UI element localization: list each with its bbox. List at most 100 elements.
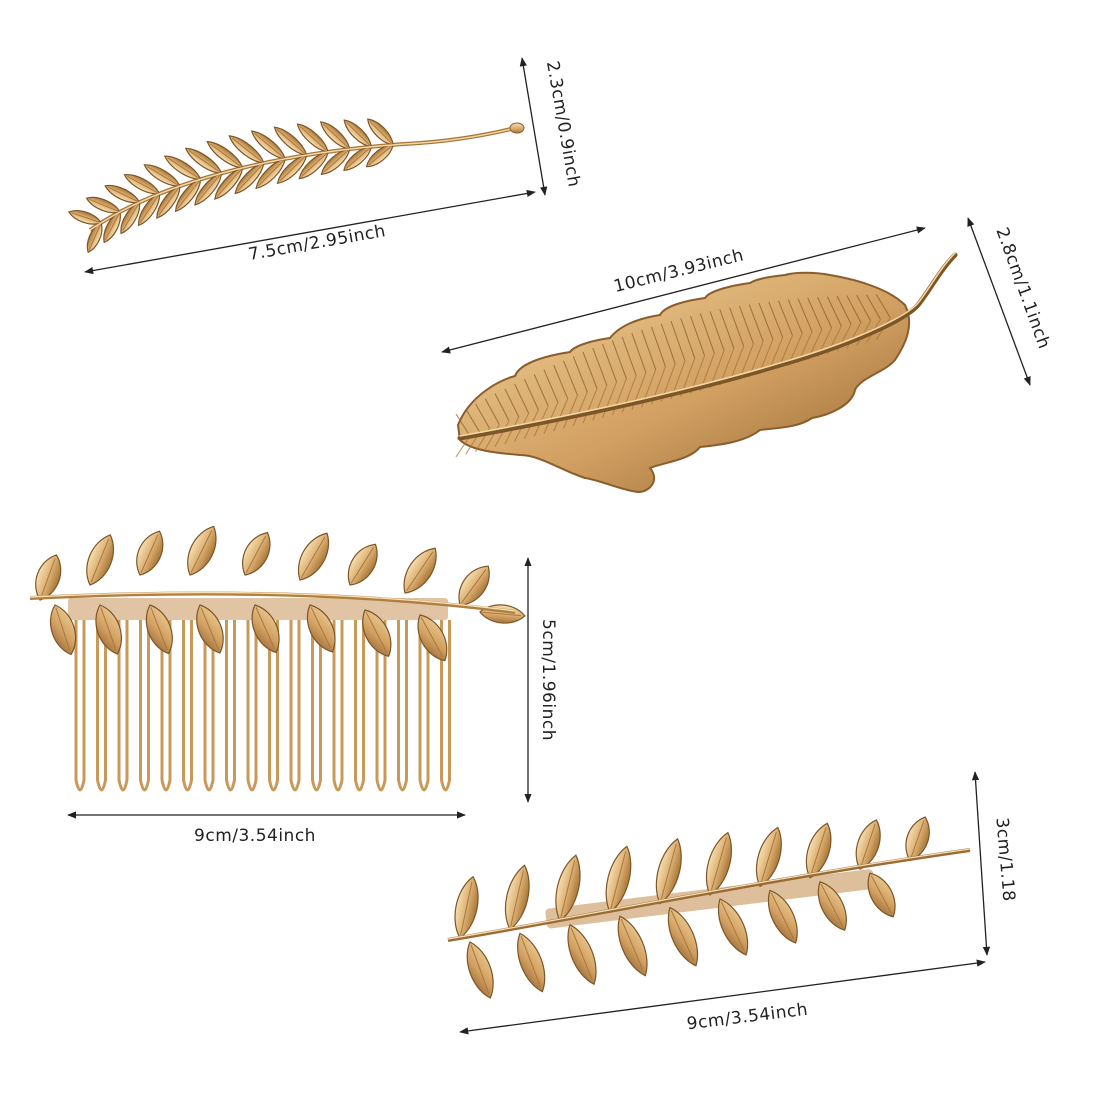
barrette-leaf-bottom — [567, 923, 597, 986]
comb-leaf-top — [298, 532, 329, 581]
leaf-hair-comb — [29, 525, 526, 792]
feather-leaf — [367, 118, 394, 146]
feather-leaf — [276, 154, 308, 185]
feather-vein — [562, 395, 579, 429]
barrette-leaf-top — [755, 826, 782, 888]
barrette-leaf-bottom — [617, 915, 648, 977]
dimension-width-4: 3cm/1.18 — [971, 771, 1019, 956]
feather-leaf — [250, 130, 287, 160]
feather-vein — [553, 398, 569, 432]
comb-tooth — [332, 620, 344, 792]
comb-tooth — [289, 620, 301, 792]
feather-leaf — [320, 148, 351, 176]
feather-leaf — [206, 140, 244, 169]
comb-leaf-top — [136, 530, 164, 576]
width-label-3: 5cm/1.96inch — [538, 619, 558, 741]
barrette-leaf-top — [555, 854, 581, 922]
comb-leaf-top — [403, 547, 437, 594]
comb-tooth — [225, 620, 236, 792]
comb-tooth — [139, 620, 150, 792]
feather-vein — [533, 374, 549, 407]
comb-tooth — [96, 620, 107, 792]
comb-leaf-bottom — [196, 604, 224, 654]
comb-tooth — [418, 620, 430, 792]
dimension-width-2: 2.8cm/1.1inch — [967, 217, 1054, 386]
feather-vein — [523, 378, 539, 410]
feather-vein — [582, 351, 598, 389]
feather-vein — [494, 420, 510, 447]
comb-leaf-bottom — [306, 604, 336, 653]
dimension-width-1: 2.3cm/0.9inch — [519, 57, 584, 196]
feather-leaf — [343, 119, 373, 148]
barrette-leaf-top — [805, 822, 832, 879]
comb-tooth — [117, 620, 129, 792]
leaf-barrette — [447, 816, 971, 999]
comb-leaf-bottom — [49, 604, 77, 656]
barrette-leaf-bottom — [867, 872, 896, 918]
length-label-4: 9cm/3.54inch — [686, 1000, 809, 1035]
comb-tooth — [160, 620, 172, 792]
feather-leaf — [228, 135, 265, 164]
barrette-leaf-top — [655, 837, 682, 905]
feather-vein — [475, 403, 491, 429]
comb-leaf-top — [347, 543, 378, 586]
comb-leaf-top — [86, 534, 115, 586]
feather-vein — [543, 369, 559, 403]
comb-leaf-bottom — [145, 604, 173, 655]
feather-vein — [553, 364, 569, 400]
width-label-1: 2.3cm/0.9inch — [542, 59, 584, 188]
comb-tooth — [397, 620, 408, 792]
comb-leaf-top — [458, 565, 490, 606]
comb-leaf-bottom — [251, 604, 280, 654]
comb-tooth — [354, 620, 365, 792]
feather-leaf — [343, 146, 373, 171]
feather-barrette-large — [455, 252, 958, 494]
length-label-1: 7.5cm/2.95inch — [247, 221, 387, 265]
barrette-leaf-bottom — [717, 898, 749, 956]
feather-vein — [592, 347, 608, 386]
barrette-leaf-top — [605, 845, 632, 914]
feather-vein — [572, 391, 588, 426]
feather-vein — [494, 393, 510, 422]
barrette-leaf-top — [705, 831, 732, 896]
barrette-leaf-bottom — [466, 941, 494, 999]
feather-barrette-small — [67, 118, 525, 254]
barrette-leaf-bottom — [767, 889, 798, 944]
comb-tooth — [311, 620, 322, 792]
feather-vein — [504, 388, 520, 418]
barrette-leaf-top — [905, 816, 930, 862]
comb-tooth — [375, 620, 387, 792]
comb-leaf-top — [35, 554, 62, 601]
feather-leaf — [273, 126, 308, 156]
comb-leaf-bottom — [417, 614, 448, 662]
barrette-leaf-top — [504, 864, 530, 931]
dimension-length-3: 9cm/3.54inch — [67, 811, 466, 846]
comb-tooth — [440, 620, 451, 792]
comb-tooth — [246, 620, 258, 792]
feather-vein — [572, 356, 588, 393]
width-label-2: 2.8cm/1.1inch — [991, 225, 1054, 352]
comb-tooth — [74, 620, 86, 792]
feather-vein — [592, 384, 608, 421]
barrette-leaf-top — [855, 819, 881, 870]
barrette-leaf-bottom — [817, 881, 847, 931]
feather-vein — [582, 388, 598, 424]
feather-vein — [562, 360, 579, 396]
feather-leaf — [319, 121, 351, 150]
comb-leaf-bottom — [95, 604, 122, 655]
feather-vein — [455, 435, 471, 458]
comb-tooth — [268, 620, 279, 792]
feather-leaf — [365, 144, 394, 168]
feather-leaf — [163, 155, 202, 180]
feather-leaf — [184, 147, 223, 174]
feather-vein — [455, 413, 471, 437]
width-label-4: 3cm/1.18 — [991, 817, 1018, 903]
feather-leaf — [298, 151, 329, 180]
barrette-leaf-top — [454, 875, 479, 939]
dimension-width-3: 5cm/1.96inch — [524, 557, 558, 803]
feather-vein — [484, 398, 500, 425]
barrette-leaf-bottom — [517, 932, 546, 993]
feather-leaf — [255, 158, 286, 190]
comb-tooth — [203, 620, 215, 792]
feather-vein — [514, 383, 530, 414]
